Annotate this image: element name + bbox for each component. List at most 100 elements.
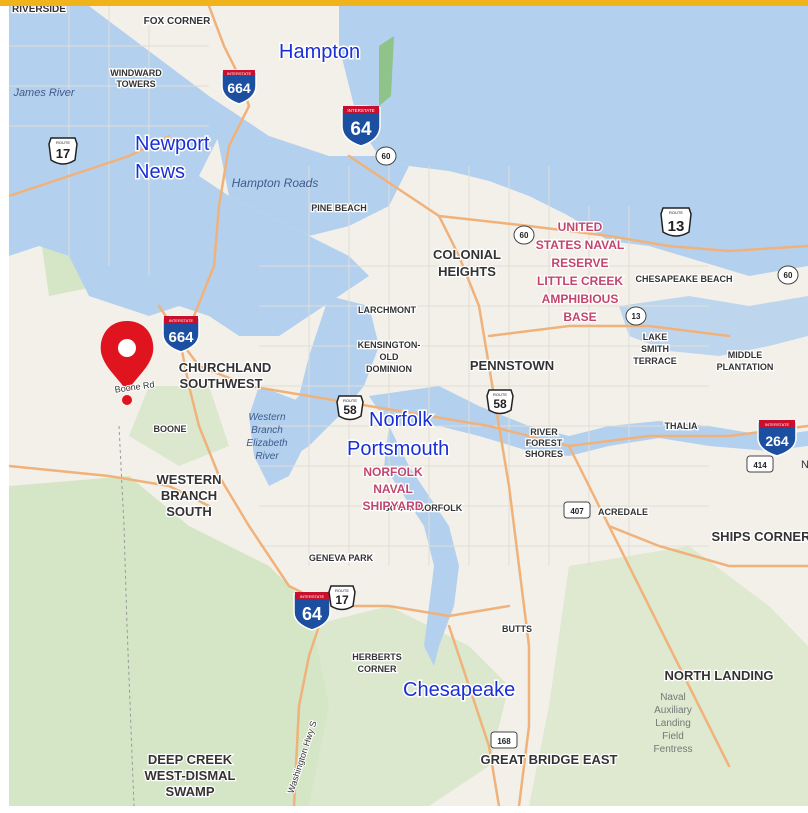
interstate-top-label: INTERSTATE: [300, 594, 325, 599]
top-accent-bar: [0, 0, 808, 6]
shield-sr168: 168: [490, 731, 518, 749]
poi-label: UNITED: [558, 220, 603, 234]
area-label: WEST-DISMAL: [145, 768, 236, 783]
shield-sr407: 407: [563, 501, 591, 519]
area-label: CHURCHLAND: [179, 360, 271, 375]
area-label: PENNSTOWN: [470, 358, 554, 373]
poi-label: RESERVE: [551, 256, 608, 270]
interstate-band: [343, 106, 379, 113]
city-label: Hampton: [279, 41, 360, 63]
area-label: SOUTH: [166, 504, 212, 519]
area-label: OLD: [380, 352, 399, 362]
shield-sr60-a: 60: [375, 146, 397, 166]
shield-i664-north: INTERSTATE 664: [221, 69, 257, 105]
interstate-band: [164, 316, 198, 323]
fort-monroe-area: [379, 36, 394, 106]
area-label: CHESAPEAKE BEACH: [635, 274, 732, 284]
area-label: SOUTHWEST: [179, 376, 262, 391]
field-label: Fentress: [654, 744, 693, 755]
bottom-bar: [0, 806, 808, 813]
shield-number: 60: [520, 231, 529, 240]
shield-number: 17: [335, 593, 349, 607]
area-label: DOMINION: [366, 364, 412, 374]
water-labels: James River Hampton Roads Western Branch…: [12, 87, 318, 462]
route-top-label: ROUTE: [56, 140, 70, 145]
area-label: WINDWARD: [110, 68, 162, 78]
area-label: HERBERTS: [352, 652, 402, 662]
state-route-shield-icon: [625, 306, 647, 326]
field-labels: Naval Auxiliary Landing Field Fentress: [654, 692, 693, 755]
field-label: Landing: [655, 718, 691, 729]
area-label: SMITH: [641, 344, 669, 354]
poi-label: AMPHIBIOUS: [542, 292, 619, 306]
poi-label: NORFOLK: [363, 465, 423, 479]
state-route-shield-icon: [563, 501, 591, 519]
route-top-label: ROUTE: [343, 398, 357, 403]
shield-number: 64: [350, 119, 372, 140]
shield-number: 13: [632, 312, 641, 321]
state-route-shield-icon: [777, 265, 799, 285]
state-route-shield-icon: [490, 731, 518, 749]
shield-us13: ROUTE 13: [660, 207, 692, 237]
state-route-shield-icon: [513, 225, 535, 245]
shield-us17-north: ROUTE 17: [48, 137, 78, 165]
shield-number: 264: [765, 433, 789, 449]
field-label: Field: [662, 731, 684, 742]
area-label: LARCHMONT: [358, 305, 416, 315]
interstate-top-label: INTERSTATE: [227, 71, 252, 76]
edge-label: N: [801, 459, 808, 471]
area-label: NORTH LANDING: [664, 668, 773, 683]
area-label: RIVERSIDE: [12, 6, 66, 15]
map-canvas[interactable]: INTERSTATE 664 INTERSTATE 64 INTERSTATE …: [9, 6, 808, 806]
field-label: Auxiliary: [654, 705, 692, 716]
poi-label: STATES NAVAL: [536, 238, 624, 252]
area-label: ACREDALE: [598, 507, 648, 517]
water-bodies: [9, 6, 808, 666]
area-label: GREAT BRIDGE EAST: [481, 752, 618, 767]
city-label: Newport: [135, 133, 210, 155]
poi-label: SHIPYARD: [363, 499, 424, 513]
area-label: DEEP CREEK: [148, 752, 233, 767]
shield-us58-west: ROUTE 58: [336, 395, 364, 421]
area-label: KENSINGTON-: [358, 340, 421, 350]
interstate-band: [223, 70, 255, 76]
city-label: News: [135, 161, 185, 183]
poi-label: LITTLE CREEK: [537, 274, 623, 288]
shield-i664-south: INTERSTATE 664: [162, 315, 200, 353]
shield-number: 17: [56, 146, 70, 161]
area-label: TOWERS: [116, 79, 155, 89]
pin-hole: [118, 339, 136, 357]
shield-sr13: 13: [625, 306, 647, 326]
poi-label: BASE: [563, 310, 596, 324]
area-label: PINE BEACH: [311, 203, 367, 213]
area-label: THALIA: [665, 421, 698, 431]
route-top-label: ROUTE: [669, 210, 683, 215]
park-areas: [9, 216, 808, 806]
shield-us17-south: ROUTE 17: [328, 585, 356, 611]
city-label: Portsmouth: [347, 438, 449, 460]
area-label: BOONE: [153, 424, 186, 434]
shield-number: 664: [227, 80, 251, 96]
area-label: CORNER: [357, 664, 397, 674]
area-label: TERRACE: [633, 356, 677, 366]
us-route-shield-icon: [48, 137, 78, 165]
shield-i64-south: INTERSTATE 64: [293, 591, 331, 631]
area-label: LAKE: [643, 332, 668, 342]
shield-number: 60: [382, 152, 391, 161]
area-label: BUTTS: [502, 624, 532, 634]
poi-labels: UNITED STATES NAVAL RESERVE LITTLE CREEK…: [361, 219, 625, 515]
interstate-top-label: INTERSTATE: [765, 422, 790, 427]
shield-number: 58: [493, 397, 507, 411]
state-route-shield-icon: [375, 146, 397, 166]
shield-sr60-b: 60: [513, 225, 535, 245]
us-route-shield-icon: [486, 389, 514, 415]
shield-number: 58: [343, 403, 357, 417]
location-pin[interactable]: [100, 321, 154, 405]
water-label: Elizabeth: [246, 438, 288, 449]
route-top-label: ROUTE: [335, 588, 349, 593]
water-label: James River: [12, 87, 75, 99]
pin-dot: [122, 395, 132, 405]
area-label: FOREST: [526, 438, 563, 448]
trail-line: [118, 425, 135, 806]
